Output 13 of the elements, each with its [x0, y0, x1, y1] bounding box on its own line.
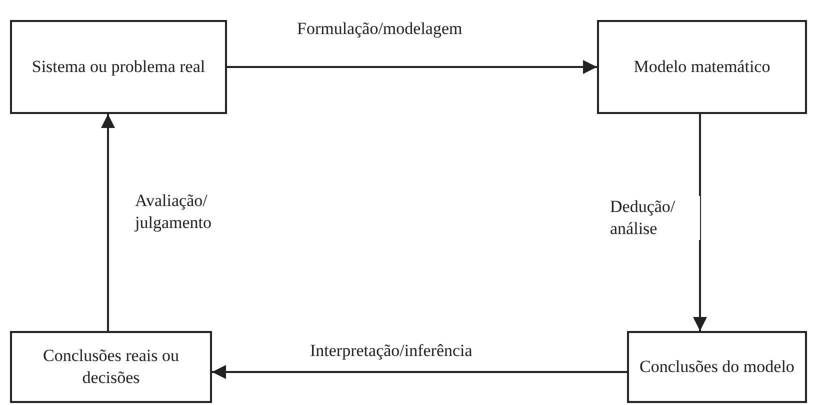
arrow: [101, 114, 115, 331]
edge-label: Dedução/ análise: [610, 196, 700, 240]
box-label: Conclusões do modelo: [640, 356, 794, 378]
box-label: Sistema ou problema real: [32, 56, 206, 78]
process-box: [597, 20, 807, 114]
process-box: [10, 331, 212, 403]
arrow: [212, 365, 627, 379]
arrow: [693, 114, 707, 331]
box-label: Conclusões reais ou decisões: [42, 344, 180, 389]
arrow: [227, 60, 597, 74]
process-box: [10, 20, 227, 114]
process-box: [627, 331, 807, 403]
box-label: Modelo matemático: [634, 56, 770, 78]
